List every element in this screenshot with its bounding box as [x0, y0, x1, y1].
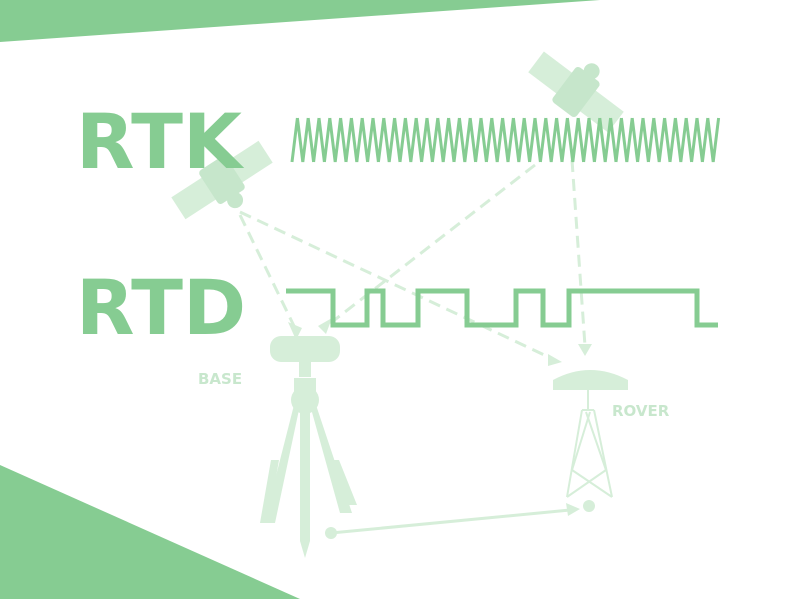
base-antenna [270, 336, 340, 362]
signal-path-sat1-to-rover [239, 210, 556, 362]
signal-path-sat1-to-base [238, 214, 296, 327]
signal-paths [238, 159, 587, 362]
base-label: BASE [198, 370, 242, 388]
rtk-carrier-wave [290, 117, 721, 163]
satellite-left-icon [171, 140, 273, 220]
arrowhead-base-2 [318, 318, 332, 334]
rtk-label: RTK [76, 97, 245, 186]
arrowhead-base-1 [288, 322, 302, 340]
satellite-right-icon [528, 51, 624, 133]
rtd-pulse-wave [286, 288, 718, 328]
rover-label: ROVER [612, 402, 670, 420]
signal-arrowheads [288, 318, 592, 366]
carrier-wave-coil [290, 117, 721, 163]
arrowhead-rover-2 [578, 344, 592, 356]
rtd-label: RTD [76, 263, 246, 352]
top-banner-shape [0, 0, 600, 42]
base-rover-link [325, 500, 595, 539]
arrowhead-rover-1 [548, 354, 562, 366]
rover-icon [553, 370, 628, 498]
signal-path-sat2-to-base [327, 163, 536, 327]
base-station-icon [260, 336, 357, 558]
signal-path-sat2-to-rover [570, 159, 587, 347]
bottom-left-shape [0, 465, 300, 599]
rover-antenna [553, 370, 628, 390]
